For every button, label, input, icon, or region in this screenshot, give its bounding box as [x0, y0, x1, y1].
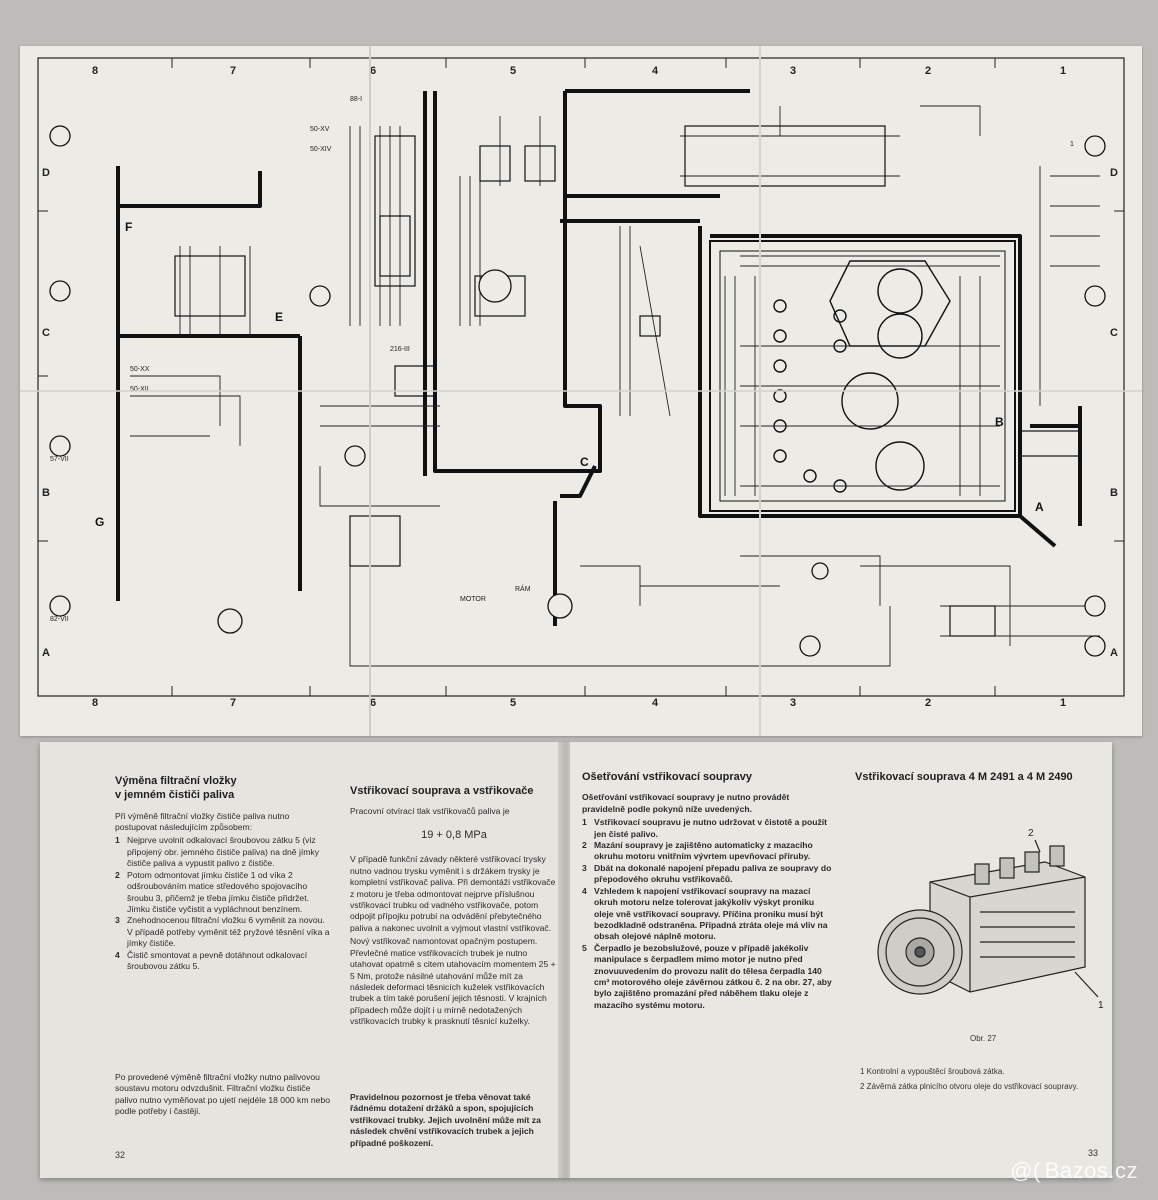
- diagram-label-50-xx: 50-XX: [130, 366, 150, 373]
- diagram-label-g: G: [95, 515, 104, 529]
- bazos-logo-icon: @(: [1010, 1158, 1041, 1183]
- diagram-label-1: 1: [1070, 141, 1074, 148]
- grid-col-bottom-3: 3: [790, 697, 796, 709]
- grid-col-top-3: 3: [790, 65, 796, 77]
- grid-row-left-b: B: [42, 487, 50, 499]
- diagram-label-50-xv: 50-XV: [310, 126, 330, 133]
- diagram-label-57-vii: 57-VII: [50, 456, 69, 463]
- diagram-label-ram: RÁM: [515, 584, 531, 593]
- manual-booklet: Výměna filtrační vložky v jemném čističi…: [40, 742, 1112, 1178]
- grid-row-right-c: C: [1110, 327, 1118, 339]
- pump-column: Vstřikovací souprava 4 M 2491 a 4 M 2490: [855, 770, 1105, 792]
- maintenance-heading: Ošetřování vstřikovací soupravy: [582, 771, 752, 783]
- injection-pump-figure: 2 1: [877, 828, 1104, 1011]
- fuel-filter-step-3: 3 Znehodnocenou filtrační vložku 6 vyměn…: [115, 915, 330, 949]
- page-33: Ošetřování vstřikovací soupravy Ošetřová…: [570, 742, 1112, 1178]
- diagram-label-a: A: [1035, 500, 1044, 514]
- grid-col-bottom-8: 8: [92, 697, 98, 709]
- diagram-label-50-xii: 50-XII: [130, 386, 149, 393]
- injection-pressure-text: Pracovní otvírací tlak vstřikovačů paliv…: [350, 806, 510, 817]
- diagram-label-88-i: 88-I: [350, 96, 362, 103]
- diagram-label-50-xiv: 50-XIV: [310, 146, 332, 153]
- grid-row-right-b: B: [1110, 487, 1118, 499]
- fuel-filter-column: Výměna filtrační vložky v jemném čističi…: [115, 774, 330, 973]
- grid-col-bottom-7: 7: [230, 697, 236, 709]
- pump-heading: Vstřikovací souprava 4 M 2491 a 4 M 2490: [855, 771, 1073, 783]
- grid-col-top-7: 7: [230, 65, 236, 77]
- maintenance-intro: Ošetřování vstřikovací soupravy je nutno…: [582, 792, 790, 814]
- maintenance-step-5: 5 Čerpadlo je bezobslužové, pouze v příp…: [582, 942, 832, 1010]
- figure-caption: Obr. 27: [970, 1034, 997, 1043]
- figure-legend-2: 2 Závěrná zátka plnicího otvoru oleje do…: [860, 1082, 1079, 1091]
- grid-row-left-c: C: [42, 327, 50, 339]
- maintenance-step-3: 3 Dbát na dokonalé napojení přepadu pali…: [582, 862, 832, 885]
- watermark-text: Bazos.cz: [1044, 1158, 1138, 1183]
- fuel-filter-step-4: 4 Čistič smontovat a pevně dotáhnout odk…: [115, 949, 308, 972]
- injection-paragraph-3: Nový vstřikovač namontovat opačným postu…: [350, 936, 556, 1027]
- fuel-filter-step-1: 1 Nejprve uvolnit odkalovací šroubovou z…: [115, 835, 320, 869]
- fuel-filter-step-2: 2 Potom odmontovat jímku čističe 1 od ví…: [115, 869, 309, 914]
- diagram-label-82-vii: 82-VII: [50, 616, 69, 623]
- diagram-label-c: C: [580, 455, 589, 469]
- injection-paragraph-4: Pravidelnou pozornost je třeba věnovat t…: [350, 1092, 541, 1148]
- grid-col-top-8: 8: [92, 65, 98, 77]
- maintenance-step-2: 2 Mazání soupravy je zajištěno automatic…: [582, 839, 813, 862]
- fuel-filter-intro: Při výměně filtrační vložky čističe pali…: [115, 810, 290, 833]
- diagram-label-e: E: [275, 310, 283, 324]
- page-number-33: 33: [1088, 1148, 1099, 1158]
- injection-pressure-value: 19 + 0,8 MPa: [421, 828, 487, 841]
- grid-row-right-d: D: [1110, 167, 1118, 179]
- page-32: Výměna filtrační vložky v jemném čističi…: [40, 742, 562, 1178]
- grid-col-top-6: 6: [370, 65, 376, 77]
- figure-legend-1: 1 Kontrolní a vypouštěcí šroubová zátka.: [860, 1067, 1005, 1076]
- figure-label-2: 2: [1028, 828, 1034, 839]
- watermark: @(Bazos.cz: [1010, 1158, 1138, 1184]
- injection-paragraph-2: V případě funkční závady některé vstřiko…: [350, 854, 556, 933]
- grid-col-top-2: 2: [925, 65, 931, 77]
- fuel-filter-bottom-note: Po provedené výměně filtrační vložky nut…: [115, 1072, 330, 1117]
- grid-row-left-d: D: [42, 167, 50, 179]
- grid-col-top-1: 1: [1060, 65, 1066, 77]
- page-number-32: 32: [115, 1150, 126, 1160]
- grid-col-bottom-5: 5: [510, 697, 516, 709]
- fuel-filter-heading: Výměna filtrační vložky v jemném čističi…: [115, 775, 237, 802]
- diagram-label-b: B: [995, 415, 1004, 429]
- grid-col-bottom-2: 2: [925, 697, 931, 709]
- wiring-diagram-sheet: 8 7 6 5 4 3 2 1 8 7 6 5 4 3 2 1 D C B A …: [20, 46, 1142, 736]
- injection-column: Vstřikovací souprava a vstřikovače Praco…: [350, 784, 558, 1030]
- figure-label-1: 1: [1098, 1000, 1104, 1011]
- grid-row-right-a: A: [1110, 647, 1118, 659]
- diagram-label-216-iii: 216-III: [390, 346, 410, 353]
- grid-col-bottom-4: 4: [652, 697, 659, 709]
- maintenance-step-1: 1 Vstřikovací soupravu je nutno udržovat…: [582, 817, 828, 839]
- grid-col-bottom-1: 1: [1060, 697, 1066, 709]
- diagram-label-motor: MOTOR: [460, 596, 486, 603]
- diagram-label-f: F: [125, 220, 132, 234]
- maintenance-step-4: 4 Vzhledem k napojení vstřikovací soupra…: [582, 885, 828, 942]
- grid-row-left-a: A: [42, 647, 50, 659]
- injection-heading: Vstřikovací souprava a vstřikovače: [350, 785, 534, 797]
- grid-col-bottom-6: 6: [370, 697, 376, 709]
- grid-col-top-5: 5: [510, 65, 516, 77]
- wiring-diagram: 8 7 6 5 4 3 2 1 8 7 6 5 4 3 2 1 D C B A …: [20, 46, 1142, 736]
- grid-col-top-4: 4: [652, 65, 659, 77]
- maintenance-column: Ošetřování vstřikovací soupravy Ošetřová…: [582, 770, 832, 1011]
